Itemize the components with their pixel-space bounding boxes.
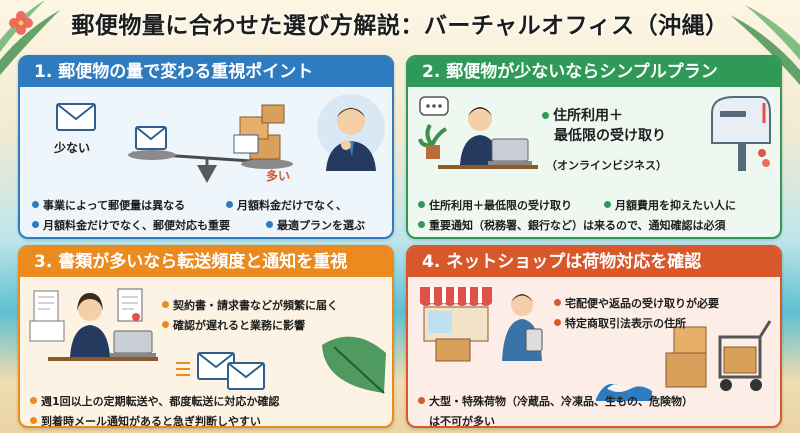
panel-document-forwarding: 3. 書類が多いなら転送頻度と通知を重視: [18, 245, 394, 428]
bullet-item: 月額料金だけでなく、郵便対応も重要: [32, 217, 230, 233]
worker-tablet-icon: [502, 294, 543, 361]
hibiscus-flower-icon: [9, 11, 33, 35]
online-business-note: （オンラインビジネス）: [546, 159, 667, 172]
panel-heading: 3. 書類が多いなら転送頻度と通知を重視: [20, 247, 392, 277]
callout-line: 最低限の受け取り: [554, 128, 666, 144]
bullet-item: 事業によって郵便量は異なる: [32, 197, 185, 213]
shop-storefront-icon: [420, 287, 492, 362]
bullet-item: 確認が遅れると業務に影響: [162, 317, 305, 333]
envelope-icon: [56, 103, 96, 131]
panel-online-shop: 4. ネットショップは荷物対応を確認 宅配便や返品の受け取りが必要: [406, 245, 782, 428]
panel-body: 契約書・請求書などが頻繁に届く 確認が遅れると業務に影響 週1回以上の定期転送や…: [20, 277, 392, 426]
label-few: 少ない: [54, 141, 91, 155]
label-many: 多い: [266, 169, 291, 183]
bullet-item: 月額費用を抑えたい人に: [604, 197, 736, 213]
envelopes-icon: [176, 352, 265, 390]
thinking-businessman-icon: [317, 94, 385, 171]
panel-heading: 1. 郵便物の量で変わる重視ポイント: [20, 57, 392, 87]
bullet-item-continued: は不可が多い: [429, 415, 495, 428]
panel-simple-plan: 2. 郵便物が少ないならシンプルプラン 住所利用＋ 最低限の受け取り （オンライ…: [406, 55, 782, 239]
page-title: 郵便物量に合わせた選び方解説：バーチャルオフィス（沖縄）: [71, 13, 729, 39]
document-icon: [117, 288, 143, 322]
bullet-item: 宅配便や返品の受け取りが必要: [554, 295, 719, 311]
bullet-item: 特定商取引法表示の住所: [554, 315, 686, 331]
balance-scale-icon: [128, 104, 293, 183]
panel-body: 宅配便や返品の受け取りが必要 特定商取引法表示の住所 大型・特殊荷物（冷蔵品、冷…: [408, 277, 780, 426]
bullet-item: 重要通知（税務署、銀行など）は来るので、通知確認は必須: [418, 217, 726, 233]
boxes-cart-icon: [665, 320, 772, 391]
bullet-item: 月額料金だけでなく、: [226, 197, 347, 213]
panel-body: 少ない 多い 事業によって郵便量は異なる 月額料金だけでなく、 月額料金だけでな…: [20, 87, 392, 237]
mailbox-icon: [711, 96, 771, 171]
bullet-item: 週1回以上の定期転送や、都度転送に対応か確認: [30, 393, 279, 409]
callout-line: 住所利用＋: [542, 105, 623, 125]
office-worker-laptop-icon: [29, 290, 158, 361]
monstera-leaf-icon: [322, 336, 386, 394]
panel-mail-volume: 1. 郵便物の量で変わる重視ポイント 少ない 多い: [18, 55, 394, 239]
bullet-item: 最適プランを選ぶ: [266, 217, 365, 233]
panel-heading: 2. 郵便物が少ないならシンプルプラン: [408, 57, 780, 87]
bullet-item: 大型・特殊荷物（冷蔵品、冷凍品、生もの、危険物）: [418, 393, 693, 409]
laptop-worker-icon: [418, 96, 538, 169]
bullet-item: 到着時メール通知があると急ぎ判断しやすい: [30, 413, 261, 426]
panel-body: 住所利用＋ 最低限の受け取り （オンラインビジネス） 住所利用＋最低限の受け取り…: [408, 87, 780, 237]
bullet-item: 契約書・請求書などが頻繁に届く: [162, 297, 338, 313]
panel-heading: 4. ネットショップは荷物対応を確認: [408, 247, 780, 277]
bullet-item: 住所利用＋最低限の受け取り: [418, 197, 572, 213]
